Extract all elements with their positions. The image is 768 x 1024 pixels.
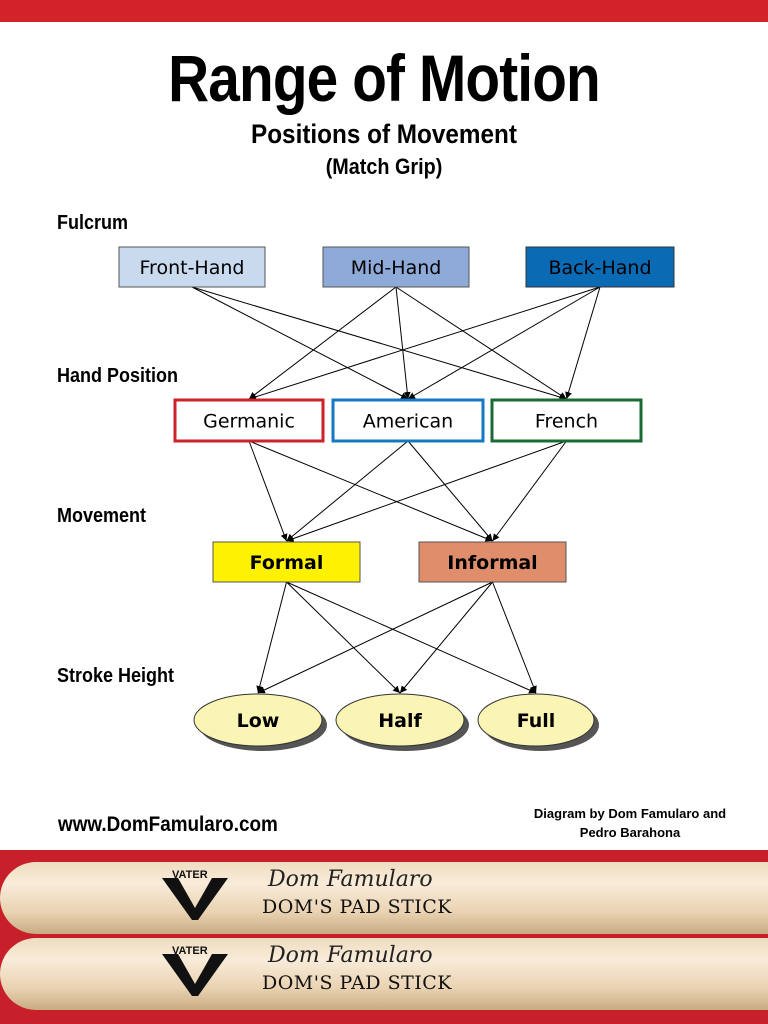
node-label: Germanic <box>203 411 295 433</box>
node-label: Full <box>517 710 556 732</box>
node-box <box>193 693 323 747</box>
node-formal: Formal <box>212 541 361 583</box>
row-label-hand-position: Hand Position <box>57 365 179 387</box>
node-mid-hand: Mid-Hand <box>322 246 470 288</box>
website-link[interactable]: www.DomFamularo.com <box>58 813 278 836</box>
signature-logo: Dom Famularo <box>268 867 433 892</box>
drumstick-upper: VATER Dom Famularo DOM'S PAD STICK <box>0 862 768 934</box>
edge-front-hand-to-french <box>191 286 567 401</box>
row-label-stroke-height: Stroke Height <box>57 665 175 687</box>
node-box <box>212 541 361 583</box>
row-label-movement: Movement <box>57 505 147 527</box>
vater-v-logo <box>162 954 228 996</box>
row-label-fulcrum: Fulcrum <box>57 212 129 234</box>
node-label: Mid-Hand <box>351 257 442 279</box>
node-full: Full <box>477 693 599 751</box>
edge-informal-to-half <box>399 581 493 694</box>
product-label: DOM'S PAD STICK <box>262 972 453 994</box>
edge-mid-hand-to-american <box>395 286 411 400</box>
node-label: Half <box>378 710 422 732</box>
signature-logo: Dom Famularo <box>268 943 433 968</box>
page-title: Range of Motion <box>168 41 601 115</box>
edge-germanic-to-informal <box>248 440 493 542</box>
edge-germanic-to-formal <box>248 440 288 542</box>
vater-v-logo <box>162 878 228 920</box>
node-american: American <box>331 398 485 443</box>
node-box <box>490 398 643 443</box>
diagram-credit: Diagram by Dom Famularo and Pedro Baraho… <box>520 804 740 842</box>
credit-line-2: Pedro Barahona <box>579 825 681 840</box>
credit-line-1: Diagram by Dom Famularo and <box>533 806 727 821</box>
edge-formal-to-half <box>286 581 401 694</box>
node-label: Formal <box>250 552 324 574</box>
node-box <box>335 693 465 747</box>
brand-label: VATER <box>172 945 208 957</box>
node-back-hand: Back-Hand <box>525 246 675 288</box>
drumstick-lower: VATER Dom Famularo DOM'S PAD STICK <box>0 938 768 1010</box>
node-label: American <box>363 411 453 433</box>
product-label: DOM'S PAD STICK <box>262 896 453 918</box>
node-informal: Informal <box>418 541 567 583</box>
edge-back-hand-to-american <box>407 286 601 400</box>
edge-informal-to-low <box>257 581 493 694</box>
node-half: Half <box>335 693 469 751</box>
drumsticks-photo: VATER Dom Famularo DOM'S PAD STICK VATER… <box>0 850 768 1024</box>
node-box <box>525 246 675 288</box>
edge-back-hand-to-french <box>565 286 601 400</box>
node-french: French <box>490 398 643 443</box>
node-germanic: Germanic <box>173 398 325 443</box>
node-box <box>418 541 567 583</box>
edge-formal-to-full <box>286 581 537 694</box>
page-subtitle-grip: (Match Grip) <box>325 154 443 179</box>
node-box <box>118 246 266 288</box>
node-label: Front-Hand <box>140 257 245 279</box>
edge-informal-to-full <box>492 581 537 694</box>
edge-french-to-informal <box>492 440 567 542</box>
node-box <box>322 246 470 288</box>
node-front-hand: Front-Hand <box>118 246 266 288</box>
page-subtitle: Positions of Movement <box>251 119 517 149</box>
edge-back-hand-to-germanic <box>248 286 601 401</box>
edge-french-to-formal <box>286 440 567 542</box>
edge-american-to-informal <box>407 440 493 542</box>
node-label: Low <box>237 710 280 732</box>
node-label: French <box>535 411 598 433</box>
node-low: Low <box>193 693 327 751</box>
edge-front-hand-to-american <box>191 286 409 400</box>
node-box <box>477 693 595 747</box>
node-box <box>173 398 325 443</box>
edge-formal-to-low <box>256 581 287 694</box>
node-label: Informal <box>447 552 537 574</box>
top-red-bar <box>0 0 768 22</box>
edge-mid-hand-to-french <box>395 286 567 400</box>
edge-american-to-formal <box>286 440 409 542</box>
brand-label: VATER <box>172 869 208 881</box>
node-box <box>331 398 485 443</box>
node-label: Back-Hand <box>548 257 651 279</box>
edge-mid-hand-to-germanic <box>248 286 397 400</box>
